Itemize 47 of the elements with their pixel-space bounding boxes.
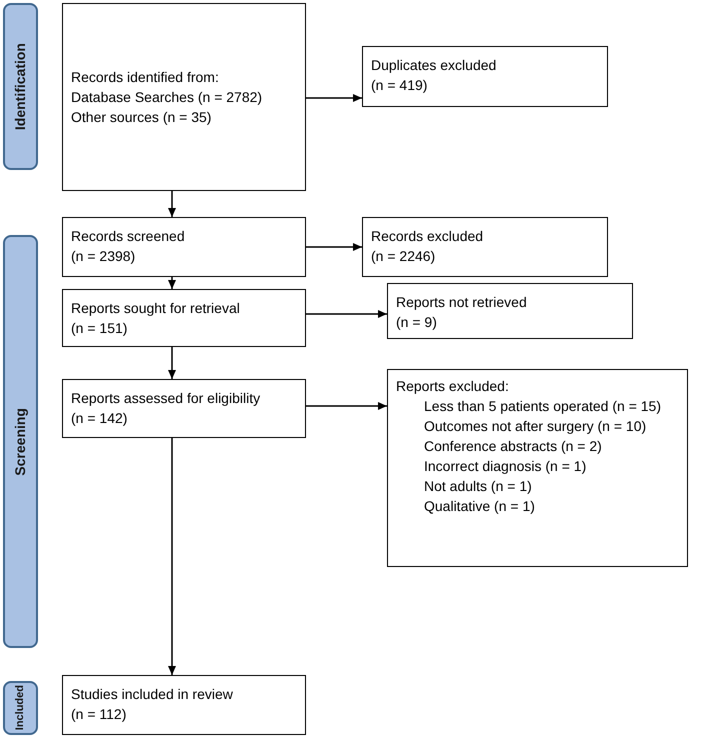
box-text: (n = 112) — [71, 705, 128, 724]
process-box — [362, 46, 608, 107]
exclusion-reason: Outcomes not after surgery (n = 10) — [423, 417, 648, 436]
box-text: (n = 419) — [371, 76, 428, 95]
phase-label: Screening — [11, 408, 29, 476]
box-text: Reports not retrieved — [396, 293, 528, 312]
arrow — [306, 94, 362, 102]
exclusion-reason: Qualitative (n = 1) — [423, 497, 536, 516]
process-box — [62, 289, 306, 347]
phase-label: Included — [13, 685, 28, 731]
arrow — [168, 347, 176, 379]
process-box — [62, 3, 306, 191]
box-heading: Reports excluded: — [396, 377, 510, 396]
process-box — [387, 369, 688, 567]
phase-band — [3, 3, 38, 170]
box-text: Studies included in review — [71, 685, 234, 704]
phase-label: Identification — [11, 42, 29, 130]
process-box — [362, 217, 608, 277]
box-text: (n = 2246) — [371, 247, 436, 266]
box-text: (n = 9) — [396, 313, 438, 332]
box-text: Reports assessed for eligibility — [71, 389, 262, 408]
box-text: Other sources (n = 35) — [71, 108, 212, 127]
process-box — [387, 283, 633, 339]
exclusion-reason: Less than 5 patients operated (n = 15) — [423, 397, 662, 416]
process-box — [62, 217, 306, 277]
box-text: Duplicates excluded — [371, 56, 498, 75]
box-text: Records excluded — [371, 227, 484, 246]
process-box — [62, 675, 306, 735]
box-text: (n = 151) — [71, 319, 128, 338]
exclusion-reason: Incorrect diagnosis (n = 1) — [423, 457, 588, 476]
phase-band — [3, 235, 38, 648]
box-text: (n = 142) — [71, 409, 128, 428]
box-text: Records screened — [71, 227, 186, 246]
exclusion-reason: Conference abstracts (n = 2) — [423, 437, 603, 456]
phase-band — [3, 681, 38, 735]
arrow — [306, 402, 387, 410]
arrow — [306, 310, 387, 318]
exclusion-reason: Not adults (n = 1) — [423, 477, 533, 496]
arrow — [168, 277, 176, 289]
box-text: Reports sought for retrieval — [71, 299, 241, 318]
process-box — [62, 379, 306, 438]
arrow — [168, 191, 176, 217]
arrow — [306, 243, 362, 251]
box-text: Records identified from: — [71, 68, 220, 87]
box-text: (n = 2398) — [71, 247, 136, 266]
arrow — [168, 438, 176, 675]
box-text: Database Searches (n = 2782) — [71, 88, 264, 107]
